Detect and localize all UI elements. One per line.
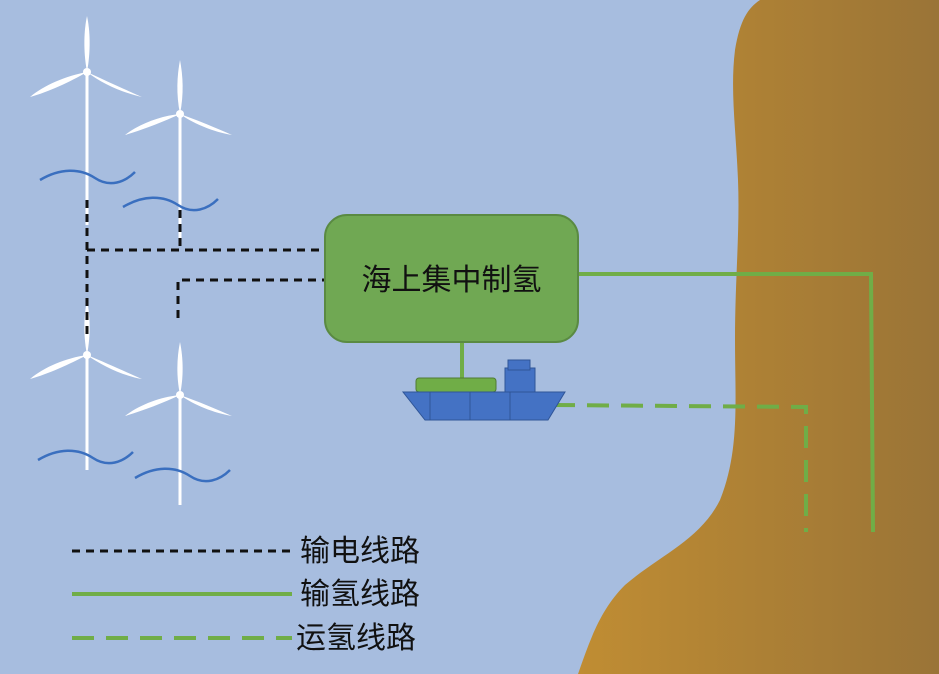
wind-turbine-icon bbox=[125, 342, 232, 505]
hydrogen-hub: 海上集中制氢 bbox=[324, 214, 579, 343]
wave-icon bbox=[37, 449, 134, 465]
legend-label-hydrogen-shipping: 运氢线路 bbox=[296, 621, 416, 656]
legend-label-power: 输电线路 bbox=[300, 534, 420, 569]
legend-label-hydrogen-pipeline: 输氢线路 bbox=[300, 577, 420, 612]
wave-icon bbox=[39, 169, 136, 185]
wind-farm bbox=[30, 16, 232, 505]
hub-label: 海上集中制氢 bbox=[362, 263, 542, 298]
coastline-land bbox=[578, 0, 939, 674]
wave-icon bbox=[122, 196, 219, 212]
wave-icon bbox=[134, 467, 231, 483]
legend: 输电线路 输氢线路 运氢线路 bbox=[72, 534, 420, 656]
hydrogen-shipping-route bbox=[552, 403, 808, 532]
wind-turbine-icon bbox=[125, 60, 232, 240]
ship-cargo-tank bbox=[415, 377, 497, 393]
ship-hull bbox=[401, 391, 566, 421]
hydrogen-pipelines bbox=[460, 272, 875, 533]
waves bbox=[37, 169, 231, 483]
hydrogen-pipeline bbox=[578, 272, 875, 533]
ship-cabin-top bbox=[507, 359, 531, 371]
legend-item-hydrogen-pipeline: 输氢线路 bbox=[72, 577, 420, 612]
power-lines bbox=[85, 200, 325, 340]
ship-cabin bbox=[504, 367, 536, 393]
wind-turbine-icon bbox=[30, 16, 142, 225]
legend-item-power: 输电线路 bbox=[72, 534, 420, 569]
hub-box bbox=[324, 214, 579, 343]
legend-item-hydrogen-shipping: 运氢线路 bbox=[72, 621, 416, 656]
ship-icon bbox=[401, 359, 566, 421]
